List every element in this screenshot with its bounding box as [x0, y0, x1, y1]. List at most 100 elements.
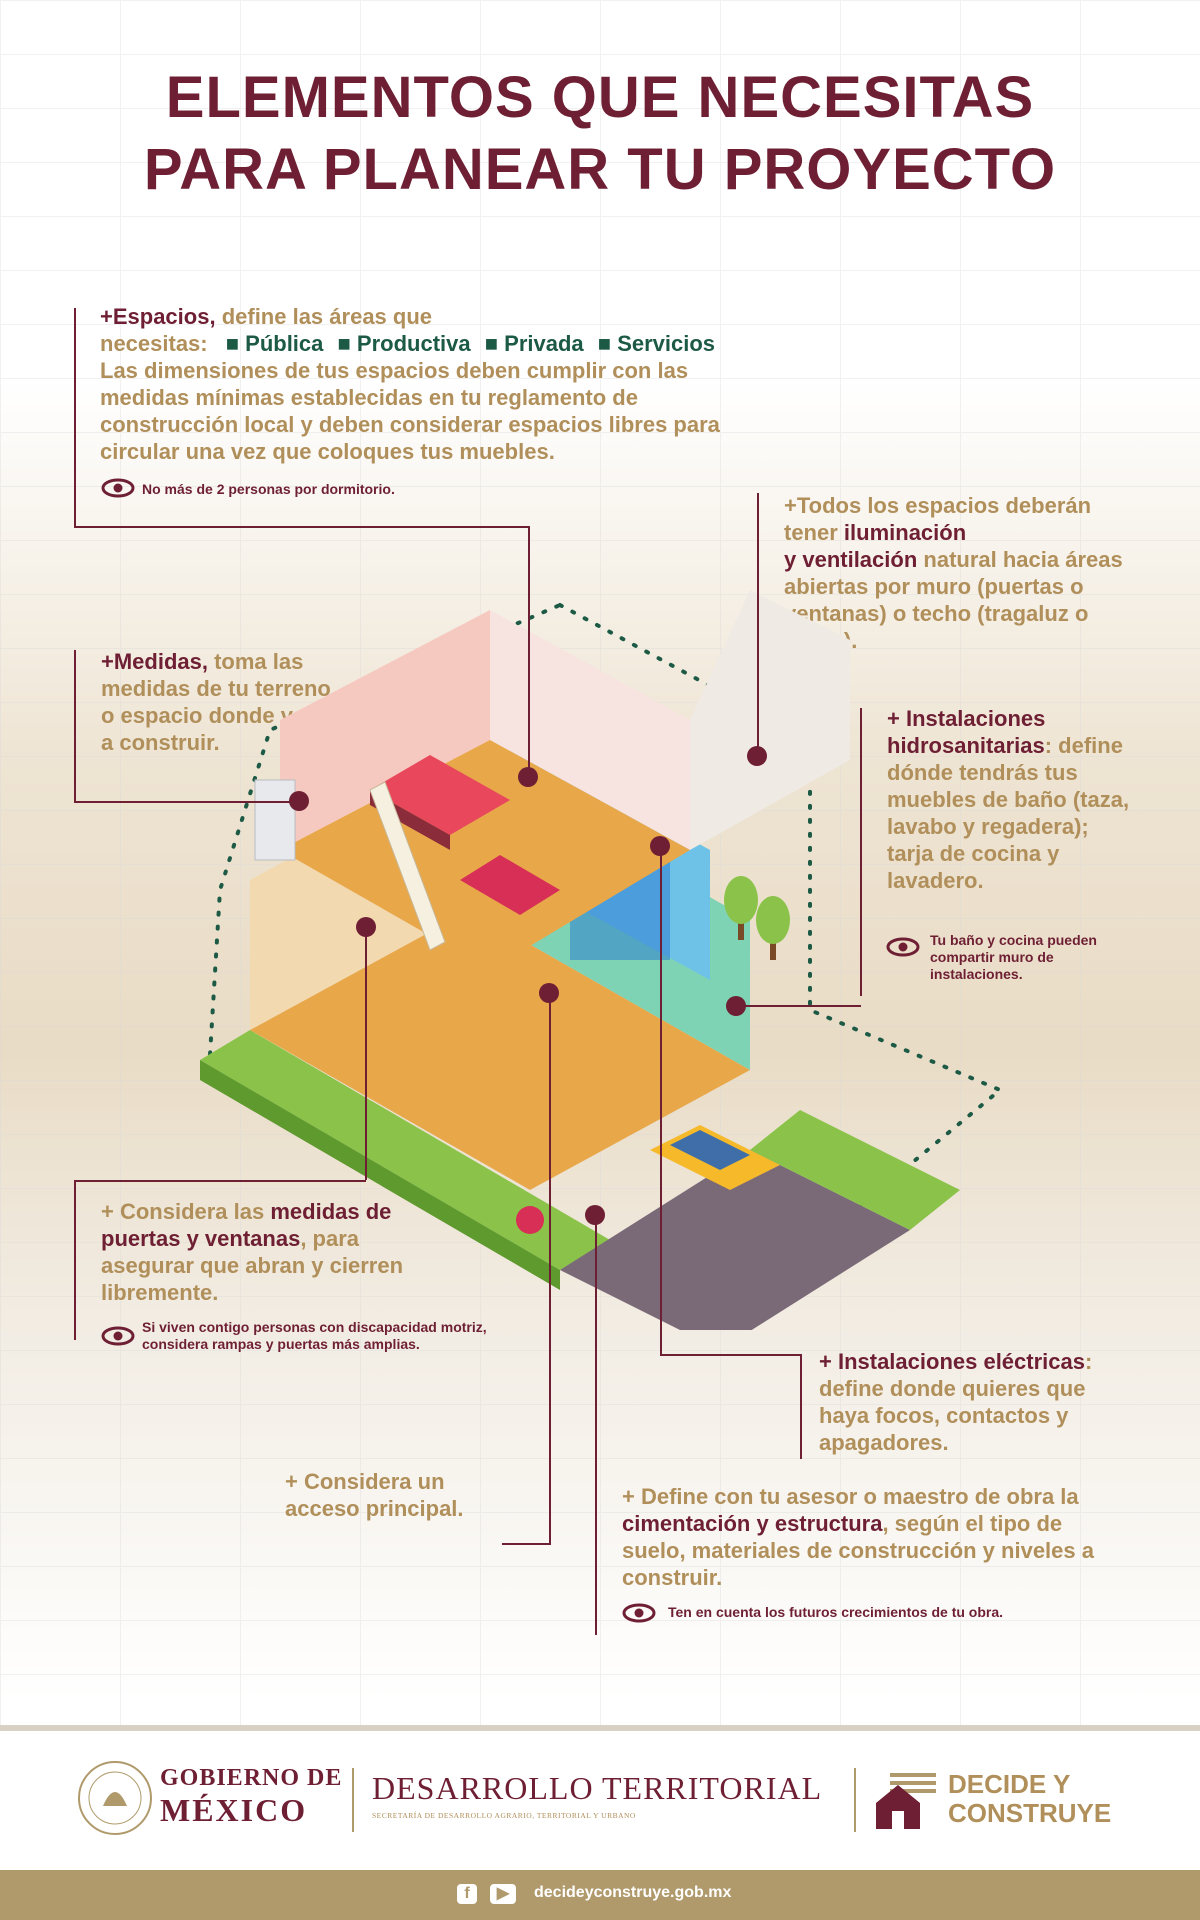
connector-dot — [747, 746, 767, 766]
iluminacion-block: +Todos los espacios deberán tener ilumin… — [784, 492, 1124, 654]
connector-dot — [585, 1205, 605, 1225]
sofa — [460, 855, 560, 915]
eye-icon — [101, 478, 135, 498]
bedroom-wall-right — [490, 610, 690, 850]
connector-cimentacion — [595, 1215, 597, 1635]
iluminacion-text-1: +Todos los espacios deberán tener — [784, 493, 1092, 545]
puertas-note: Si viven contigo personas con discapacid… — [142, 1319, 487, 1352]
electricas-lead: + Instalaciones eléctricas — [819, 1349, 1085, 1374]
ground-floor — [250, 910, 750, 1190]
mexico-seal-logo — [78, 1761, 152, 1835]
medidas-block: +Medidas, toma las medidas de tu terreno… — [101, 648, 331, 756]
lawn-edge — [200, 1060, 560, 1290]
connector-espacios — [74, 526, 529, 528]
tag-productiva: ■ Productiva — [337, 331, 471, 356]
stairs — [369, 781, 446, 951]
dt-title: DESARROLLO TERRITORIAL — [372, 1770, 823, 1806]
connector-iluminacion — [757, 493, 759, 755]
connector-electricas — [660, 1354, 800, 1356]
connector-medidas — [74, 801, 296, 803]
footer-divider — [854, 1768, 856, 1832]
connector-hidro — [860, 708, 862, 996]
espacios-note: No más de 2 personas por dormitorio. — [142, 481, 395, 497]
garden — [750, 1110, 960, 1230]
connector-puertas — [74, 1180, 366, 1182]
espacios-prefix: necesitas: — [100, 331, 214, 356]
cimentacion-note: Ten en cuenta los futuros crecimientos d… — [668, 1604, 1004, 1620]
espacios-lead: +Espacios, — [100, 304, 216, 329]
tree-trunk — [738, 910, 744, 940]
facebook-icon[interactable]: f — [457, 1884, 477, 1904]
connector-medidas — [74, 650, 76, 801]
espacios-block: +Espacios, define las áreas que necesita… — [100, 303, 760, 465]
bed — [370, 755, 510, 835]
tag-servicios: ■ Servicios — [597, 331, 716, 356]
connector-dot — [726, 996, 746, 1016]
tree — [724, 876, 758, 924]
eye-icon — [101, 1326, 135, 1346]
espacios-lead-rest: define las áreas que — [215, 304, 433, 329]
acceso-block: + Considera un acceso principal. — [285, 1468, 495, 1522]
desarrollo-territorial-logo: DESARROLLO TERRITORIAL SECRETARÍA DE DES… — [372, 1770, 822, 1820]
title-line-2: PARA PLANEAR TU PROYECTO — [143, 137, 1057, 202]
tag-privada: ■ Privada — [484, 331, 584, 356]
acceso-text: + Considera un acceso principal. — [285, 1469, 464, 1521]
connector-espacios — [74, 308, 76, 526]
house-logo-icon — [876, 1773, 936, 1829]
scooter — [516, 1206, 544, 1234]
iluminacion-text-2: natural hacia áreas abiertas por muro (p… — [784, 547, 1123, 653]
office-wall — [690, 590, 850, 850]
puertas-block: + Considera las medidas de puertas y ven… — [101, 1198, 441, 1306]
dc-line-2: CONSTRUYE — [948, 1798, 1112, 1828]
parking-lot — [560, 1150, 910, 1330]
connector-electricas — [660, 845, 662, 1355]
gobierno-line: GOBIERNO DE — [160, 1765, 343, 1791]
dc-line-1: DECIDE Y — [948, 1769, 1071, 1799]
bottom-bar — [0, 1870, 1200, 1920]
footer-divider — [352, 1768, 354, 1832]
page-title: ELEMENTOS QUE NECESITAS PARA PLANEAR TU … — [0, 62, 1200, 206]
connector-puertas — [365, 927, 367, 1180]
car-window — [670, 1130, 750, 1170]
iluminacion-highlight-2: y ventilación — [784, 547, 918, 572]
tree — [756, 896, 790, 944]
title-line-1: ELEMENTOS QUE NECESITAS — [165, 65, 1035, 130]
connector-electricas — [800, 1354, 802, 1459]
hidro-block: + Instalaciones hidrosanitarias: define … — [887, 705, 1137, 894]
medidas-rest: toma las medidas de tu terreno o espacio… — [101, 649, 331, 755]
electricas-rest: : define donde quieres que haya focos, c… — [819, 1349, 1093, 1455]
cimentacion-text-1: + Define con tu asesor o maestro de obra… — [622, 1484, 1079, 1509]
bedroom-wall-left — [280, 610, 490, 850]
decide-construye-logo: DECIDE Y CONSTRUYE — [948, 1770, 1111, 1828]
youtube-icon[interactable]: ▶ — [490, 1884, 516, 1904]
website-link[interactable]: decideyconstruye.gob.mx — [534, 1884, 732, 1901]
hidro-lead: + Instalaciones hidrosanitarias — [887, 706, 1046, 758]
house-illustration — [200, 590, 1004, 1330]
lawn — [200, 1030, 610, 1270]
puertas-text-2: , para asegurar que abran y cierren libr… — [101, 1226, 404, 1305]
connector-acceso — [502, 1543, 551, 1545]
footer — [0, 1725, 1200, 1876]
electricas-block: + Instalaciones eléctricas: define donde… — [819, 1348, 1139, 1456]
connector-dot — [356, 917, 376, 937]
hidro-rest: : define dónde tendrás tus muebles de ba… — [887, 733, 1130, 893]
tree-trunk — [770, 930, 776, 960]
connector-dot — [650, 836, 670, 856]
connector-espacios — [528, 526, 530, 778]
connector-acceso — [549, 993, 551, 1543]
cimentacion-block: + Define con tu asesor o maestro de obra… — [622, 1483, 1122, 1591]
puertas-text-1: + Considera las — [101, 1199, 271, 1224]
mexico-line: MÉXICO — [160, 1792, 308, 1828]
eye-icon — [622, 1603, 656, 1623]
connector-dot — [539, 983, 559, 1003]
cimentacion-highlight: cimentación y estructura — [622, 1511, 883, 1536]
dt-subtitle: SECRETARÍA DE DESARROLLO AGRARIO, TERRIT… — [372, 1811, 636, 1820]
connector-dot — [289, 791, 309, 811]
connector-puertas — [74, 1180, 76, 1340]
gobierno-mexico-logo: GOBIERNO DE MÉXICO — [160, 1765, 342, 1829]
eye-icon — [886, 937, 920, 957]
iluminacion-highlight-1: iluminación — [843, 520, 967, 545]
cimentacion-text-2: , según el tipo de suelo, materiales de … — [622, 1511, 1094, 1590]
connector-hidro — [740, 1005, 861, 1007]
fridge — [254, 779, 296, 861]
